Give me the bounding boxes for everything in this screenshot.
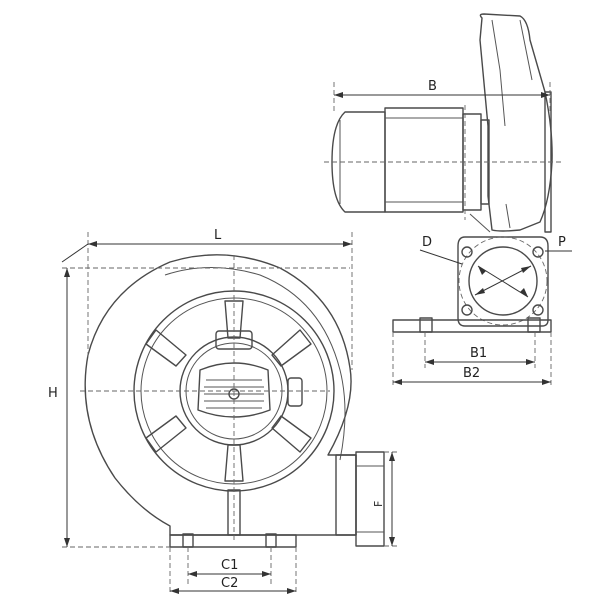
label-l: L bbox=[214, 228, 222, 243]
dimension-b1: B1 bbox=[424, 332, 536, 368]
dimension-l: L bbox=[61, 228, 353, 370]
label-c2: C2 bbox=[221, 576, 238, 591]
dimension-b2: B2 bbox=[392, 332, 552, 388]
label-h: H bbox=[48, 386, 58, 401]
label-b: B bbox=[428, 79, 437, 94]
front-view: L H F C1 bbox=[48, 228, 400, 594]
dimension-f: F bbox=[372, 451, 400, 547]
label-b1: B1 bbox=[470, 346, 487, 361]
volute-outline bbox=[84, 254, 357, 536]
dimension-c2: C2 bbox=[169, 547, 297, 594]
label-d: D bbox=[422, 235, 432, 250]
dimension-b: B bbox=[333, 79, 551, 112]
base-plate-side bbox=[392, 317, 552, 333]
housing-side bbox=[469, 13, 553, 233]
label-p: P bbox=[558, 235, 566, 250]
label-f: F bbox=[372, 501, 385, 507]
label-b2: B2 bbox=[463, 366, 480, 381]
label-c1: C1 bbox=[221, 558, 238, 573]
motor bbox=[331, 107, 490, 213]
outlet-flange bbox=[457, 236, 549, 327]
side-view: D P B B1 bbox=[324, 13, 572, 388]
dimension-c1: C1 bbox=[187, 547, 272, 584]
dimension-h: H bbox=[48, 267, 170, 548]
